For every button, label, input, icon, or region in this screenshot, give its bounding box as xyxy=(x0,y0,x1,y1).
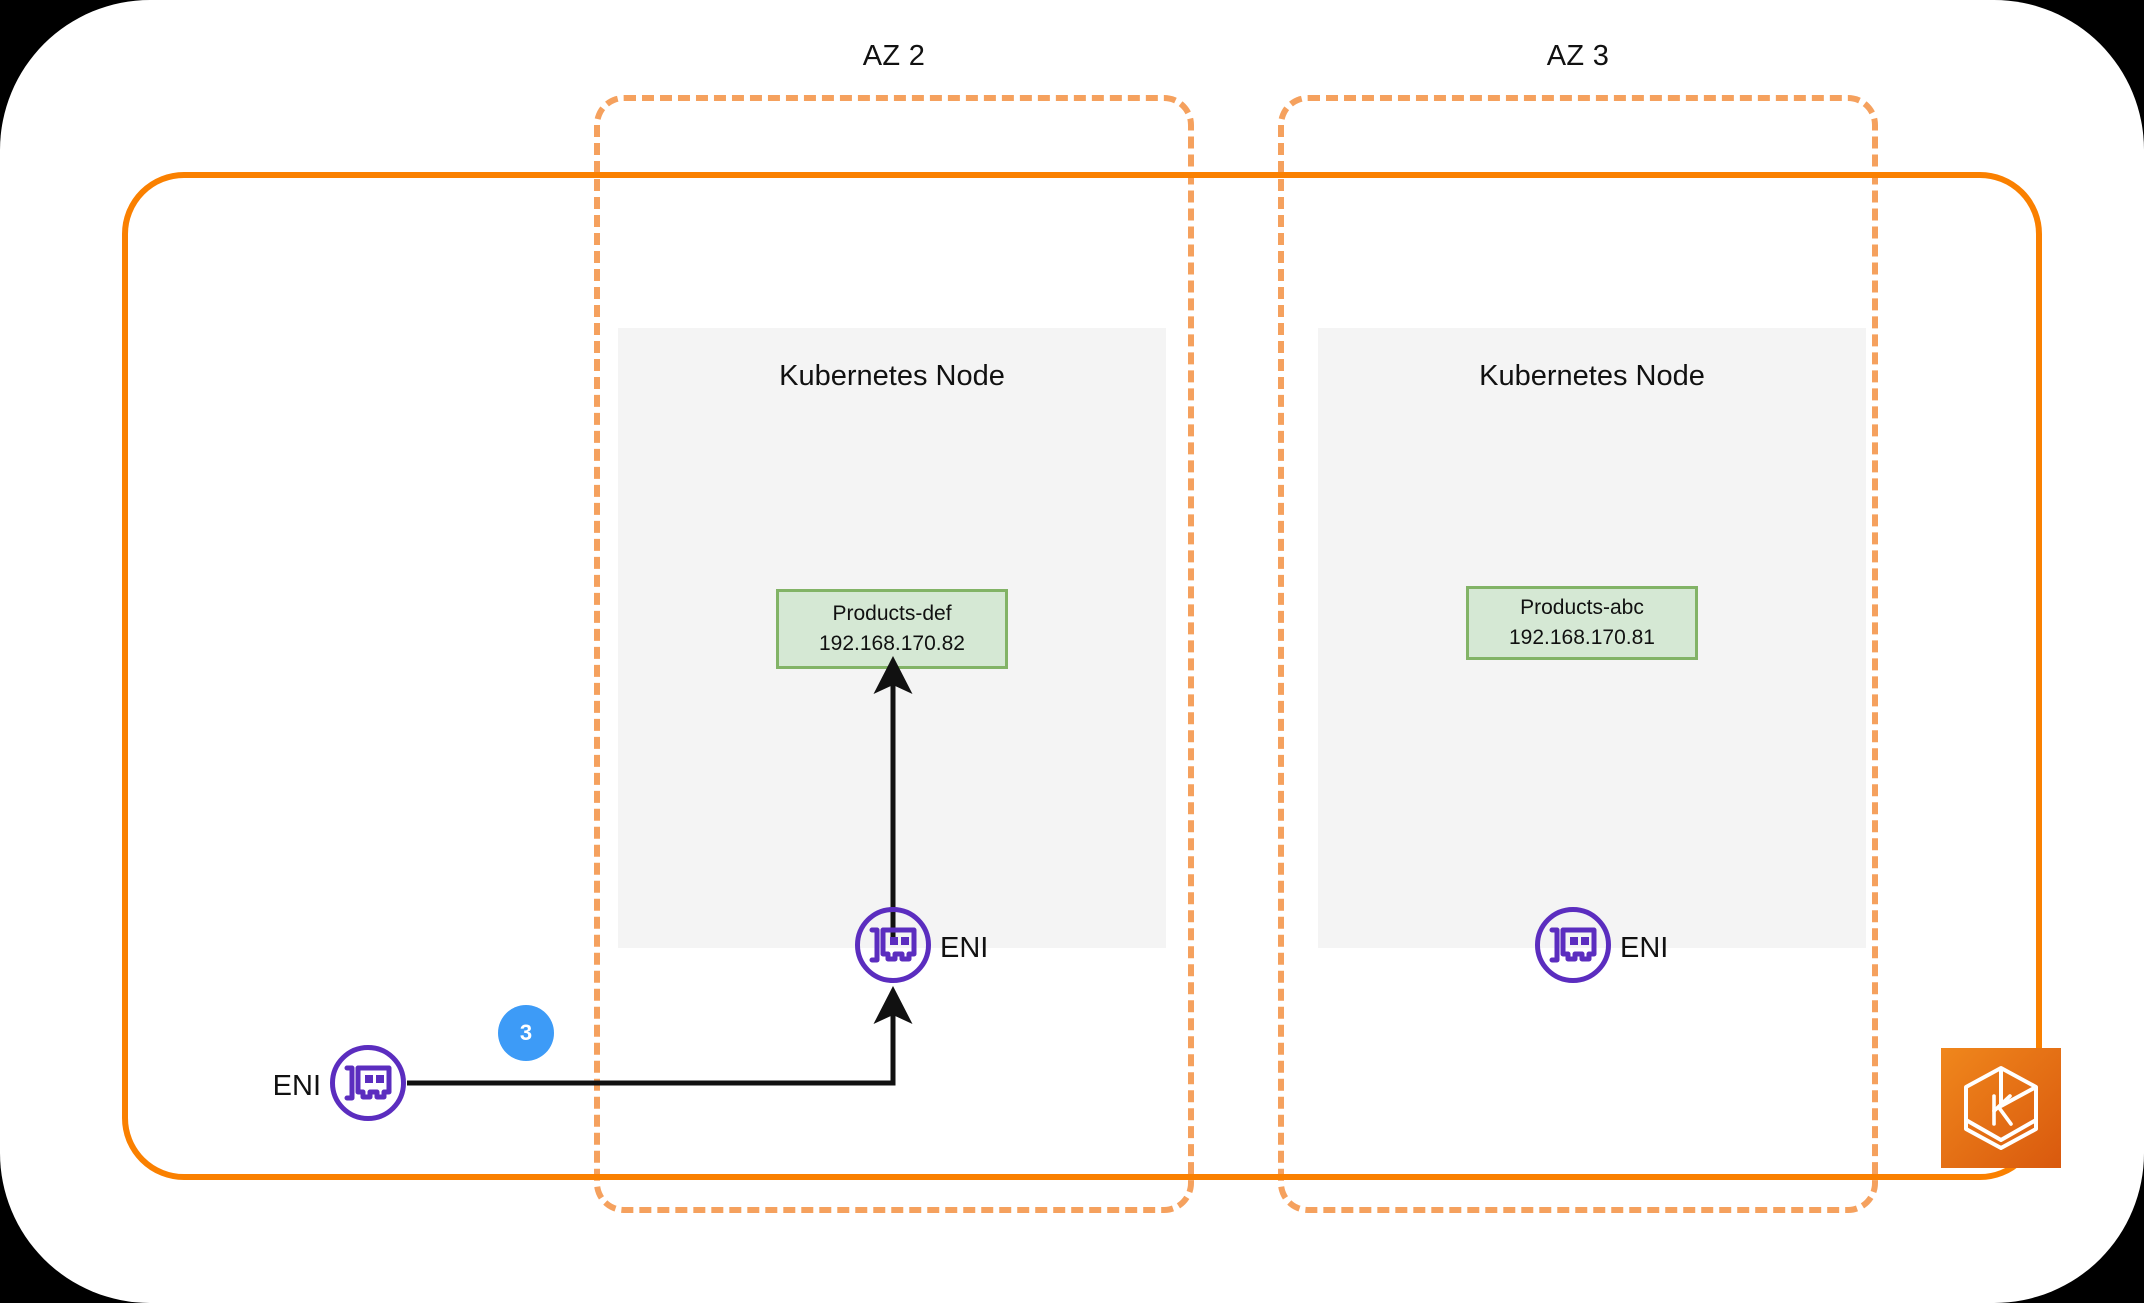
az-label-az2: AZ 2 xyxy=(862,40,926,72)
pod-products-def[interactable]: Products-def 192.168.170.82 xyxy=(776,589,1008,669)
az-container-az3 xyxy=(1278,95,1878,1213)
eni-label-node-az2: ENI xyxy=(940,932,989,964)
pod-name-products-abc: Products-abc xyxy=(1520,595,1644,619)
node-title-az2: Kubernetes Node xyxy=(779,360,1005,392)
eni-node-az2[interactable]: ENI xyxy=(854,906,988,984)
az-container-az2 xyxy=(594,95,1194,1213)
eni-node-az3[interactable]: ENI xyxy=(1534,906,1668,984)
node-title-az3: Kubernetes Node xyxy=(1479,360,1705,392)
vpc-boundary xyxy=(122,172,2042,1180)
network-interface-card-icon xyxy=(855,907,931,983)
network-interface-card-icon xyxy=(330,1045,406,1121)
step-badge-3: 3 xyxy=(498,1005,554,1061)
network-interface-card-icon xyxy=(1535,907,1611,983)
eni-label-node-az3: ENI xyxy=(1620,932,1669,964)
amazon-eks-logo xyxy=(1941,1048,2061,1168)
eni-label-vpc: ENI xyxy=(272,1070,321,1102)
pod-ip-products-def: 192.168.170.82 xyxy=(819,632,965,655)
eni-vpc[interactable]: ENI xyxy=(273,1044,407,1122)
pod-name-products-def: Products-def xyxy=(832,601,952,625)
az-label-az3: AZ 3 xyxy=(1546,40,1610,72)
pod-products-abc[interactable]: Products-abc 192.168.170.81 xyxy=(1466,586,1698,660)
pod-ip-products-abc: 192.168.170.81 xyxy=(1509,626,1655,649)
